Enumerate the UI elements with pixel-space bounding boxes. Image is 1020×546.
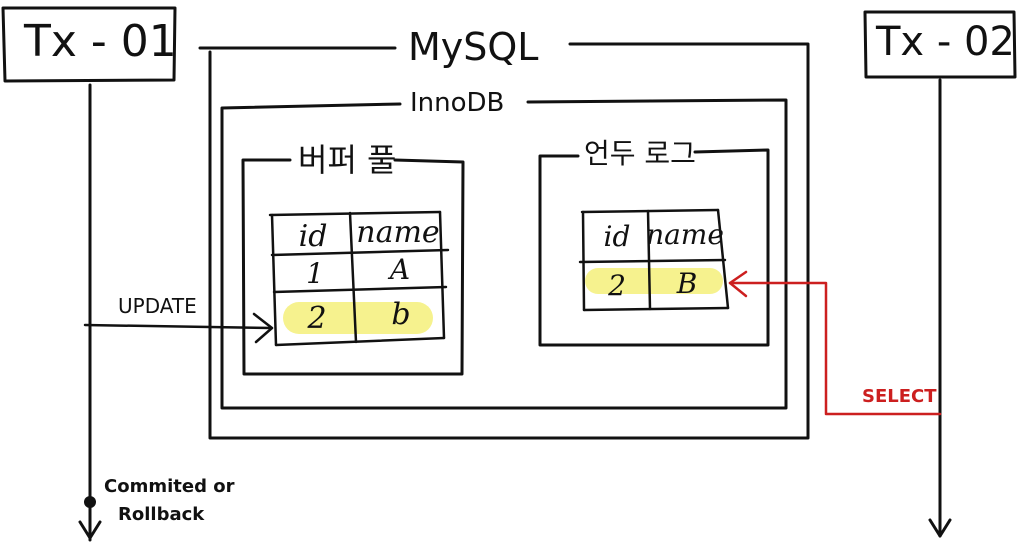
buffer-row1-name: A <box>389 252 411 286</box>
undo-row1-name: B <box>676 266 698 300</box>
tx2-box <box>863 10 1017 79</box>
select-arrow <box>728 270 942 416</box>
undo-table-grid <box>578 208 730 312</box>
buffer-table-grid <box>268 210 450 347</box>
undo-header-id: id <box>603 219 631 253</box>
undo-header-name: name <box>646 217 724 251</box>
buffer-row2-highlight <box>283 302 433 334</box>
buffer-row2-name: b <box>391 296 411 332</box>
undo-row1-id: 2 <box>608 268 626 302</box>
commit-note-line2: Rollback <box>118 504 205 525</box>
tx2-label: Tx - 02 <box>876 19 1015 65</box>
commit-note-line1: Commited or <box>104 476 235 497</box>
buffer-pool-label: 버퍼 풀 <box>298 141 397 179</box>
innodb-label: InnoDB <box>410 88 505 118</box>
update-arrow <box>83 312 274 344</box>
buffer-pool-box <box>241 158 465 376</box>
tx1-label: Tx - 01 <box>24 16 177 67</box>
select-label: SELECT <box>862 386 937 407</box>
undo-log-box <box>538 148 770 347</box>
undo-row-highlight <box>585 268 723 294</box>
tx2-lifeline-arrowhead <box>928 518 952 538</box>
innodb-box <box>220 98 788 410</box>
buffer-row1-id: 1 <box>306 256 324 290</box>
buffer-row2-id: 2 <box>307 300 327 336</box>
mysql-box <box>198 42 810 440</box>
undo-log-label: 언두 로그 <box>584 137 696 170</box>
mysql-label: MySQL <box>408 25 539 69</box>
update-label: UPDATE <box>118 294 197 318</box>
tx1-box <box>1 6 177 83</box>
highlights <box>283 268 723 334</box>
buffer-header-id: id <box>298 218 328 254</box>
buffer-header-name: name <box>356 214 440 250</box>
tx1-lifeline-arrowhead <box>78 520 102 540</box>
tx1-commit-dot <box>84 496 96 508</box>
